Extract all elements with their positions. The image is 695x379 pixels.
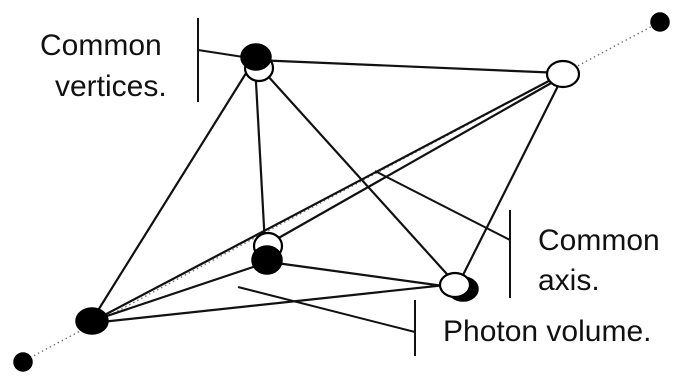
common-axis-label-line1: Common [538,224,660,257]
edge-left-to-middle [90,260,270,323]
common-vertices-label-line1: Common [40,29,162,62]
edge-top-to-bottom-right [255,62,457,285]
common-vertices-label-line2: vertices. [55,70,167,103]
common-axis-line [21,21,661,363]
axis-end-dot-bottom [13,352,33,372]
common-axis-pointer [374,170,511,241]
top-vertex-filled [240,43,272,71]
photon-volume-label: Photon volume. [443,315,651,348]
edge-right-to-bottom-right [457,74,565,285]
edge-left-to-bottom-right [90,282,457,325]
photon-volume-pointer [237,286,416,333]
edge-top-to-middle [253,62,267,247]
middle-vertex-filled [251,245,283,275]
right-vertex-hollow [545,59,581,89]
bottom-right-vertex-hollow [438,271,472,299]
axis-end-dot-top [650,12,670,32]
common-axis-label-line2: axis. [538,264,600,297]
edge-right-to-left [93,72,564,322]
edge-top-to-left [90,60,255,322]
edge-top-to-right [253,58,564,75]
edge-right-to-middle [266,76,562,246]
edge-middle-to-bottom-right [267,260,460,290]
left-vertex-filled [75,307,109,335]
